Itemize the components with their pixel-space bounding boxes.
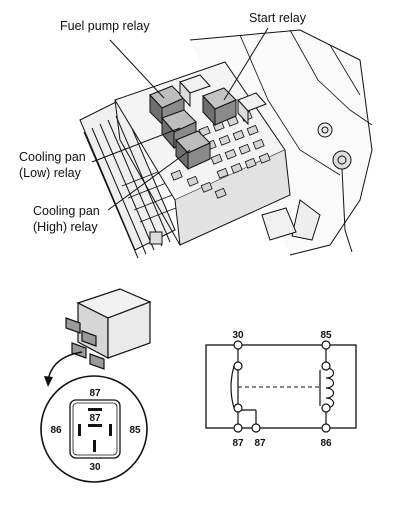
- relay-socket-view: 87 87 86 85 30: [40, 375, 148, 483]
- cooling-fan-high-relay-shape: [175, 130, 211, 171]
- pin-slot-86: [78, 424, 81, 436]
- socket-pin-87-top: 87: [89, 388, 101, 399]
- contact-87-b: [251, 423, 261, 433]
- contact-85: [321, 340, 331, 350]
- socket-pin-85: 85: [129, 425, 141, 436]
- fuse-box-illustration: [79, 27, 373, 259]
- socket-pin-87-center: 87: [89, 413, 101, 424]
- contact-86: [321, 423, 331, 433]
- rotate-arrow-icon: [44, 351, 83, 387]
- socket-pin-86: 86: [50, 425, 62, 436]
- coil-symbol: [319, 367, 335, 409]
- cooling-fan-low-relay-label-line2: (Low) relay: [19, 166, 81, 180]
- schematic-pin-85: 85: [320, 330, 332, 341]
- relay-part-illustration: [65, 288, 152, 370]
- fuel-pump-relay-label: Fuel pump relay: [60, 19, 150, 33]
- relay-schematic: [205, 340, 357, 433]
- pin-slot-85: [109, 424, 112, 436]
- cooling-fan-low-relay-label-line1: Cooling pan: [19, 150, 86, 164]
- schematic-pin-87-left: 87: [232, 438, 244, 449]
- contact-87-a: [233, 423, 243, 433]
- cooling-fan-high-relay-label-line2: (High) relay: [33, 220, 98, 234]
- pin-slot-87-center: [88, 424, 102, 427]
- pin-slot-87-top: [88, 408, 102, 411]
- contact-30: [233, 340, 243, 350]
- schematic-frame: [205, 344, 357, 429]
- cooling-fan-high-relay-label-line1: Cooling pan: [33, 204, 100, 218]
- schematic-pin-30: 30: [232, 330, 244, 341]
- pin-slot-30: [93, 440, 96, 452]
- schematic-pin-87-right: 87: [254, 438, 266, 449]
- start-relay-label: Start relay: [249, 11, 306, 25]
- socket-pin-30: 30: [89, 462, 101, 473]
- schematic-pin-86: 86: [320, 438, 332, 449]
